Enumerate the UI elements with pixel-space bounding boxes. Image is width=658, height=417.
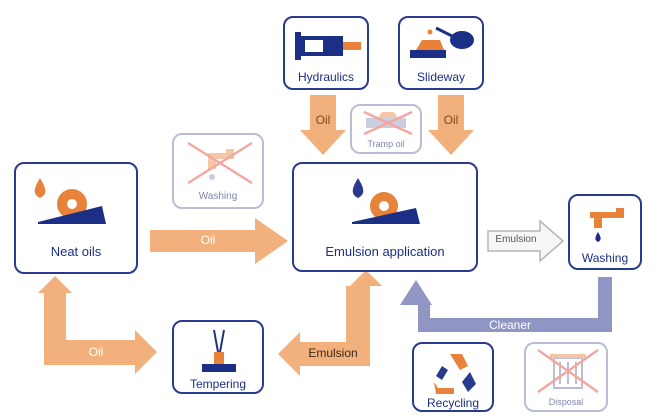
node-washing-top: Washing <box>172 133 264 209</box>
node-label-slideway: Slideway <box>416 70 466 84</box>
node-tempering: Tempering <box>172 320 264 394</box>
node-disposal: Disposal <box>524 342 608 412</box>
arrow-oil-slideway <box>428 95 474 155</box>
arrow-label-oil-tempering: Oil <box>88 345 104 359</box>
recycle-icon <box>434 354 476 394</box>
arrow-oil-hydraulics <box>300 95 346 155</box>
node-slideway: Slideway <box>398 16 484 90</box>
node-label-disposal: Disposal <box>548 397 584 407</box>
node-washing-right: Washing <box>568 194 642 270</box>
node-recycling: Recycling <box>412 342 494 412</box>
tongs-icon <box>202 329 236 372</box>
node-neat-oils: Neat oils <box>14 162 138 274</box>
node-label-tramp-oil: Tramp oil <box>367 139 405 149</box>
arrow-cleaner <box>400 277 612 332</box>
node-tramp-oil: Tramp oil <box>350 104 422 154</box>
saw-blade-icon <box>352 178 420 224</box>
arrow-emulsion-tempering <box>278 270 382 376</box>
arrow-label-emulsion-tempering: Emulsion <box>308 346 358 360</box>
saw-blade-icon <box>34 178 106 224</box>
faucet-icon <box>187 141 253 185</box>
faucet-icon <box>590 208 624 242</box>
trash-bin-icon <box>537 348 599 394</box>
arrow-emulsion-washing <box>487 219 565 263</box>
cylinder-icon <box>295 32 361 60</box>
node-label-washing-right: Washing <box>581 251 629 265</box>
node-emulsion-application: Emulsion application <box>292 162 478 272</box>
node-label-recycling: Recycling <box>426 396 480 410</box>
node-label-emulsion-application: Emulsion application <box>325 244 445 259</box>
tramp-oil-icon <box>363 110 413 136</box>
arrow-oil-neat <box>150 218 288 264</box>
node-label-neat-oils: Neat oils <box>50 244 102 259</box>
node-label-washing-top: Washing <box>198 191 238 202</box>
arrow-label-oil-hydraulics: Oil <box>315 113 331 127</box>
node-label-hydraulics: Hydraulics <box>297 70 354 84</box>
arrow-label-oil-neat: Oil <box>200 233 216 247</box>
node-hydraulics: Hydraulics <box>283 16 369 90</box>
oil-can-icon <box>410 26 474 58</box>
node-label-tempering: Tempering <box>189 377 247 391</box>
arrow-label-oil-slideway: Oil <box>443 113 459 127</box>
arrow-oil-tempering <box>38 276 157 374</box>
arrow-label-cleaner: Cleaner <box>488 318 532 332</box>
arrow-label-emulsion-washing: Emulsion <box>495 234 537 245</box>
